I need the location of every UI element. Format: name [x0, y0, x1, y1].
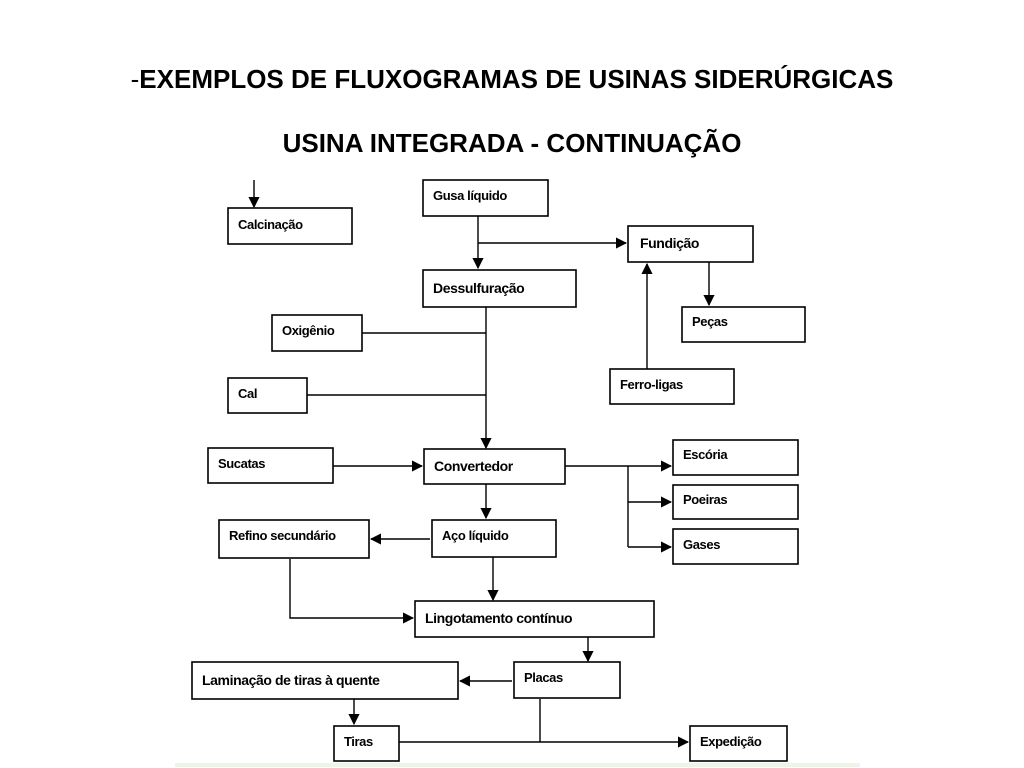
node-tiras: Tiras: [333, 725, 400, 762]
edge-refino-lingotamento: [289, 559, 415, 624]
svg-text:Fundição: Fundição: [640, 235, 699, 251]
flowchart-edges: [248, 180, 715, 748]
node-expedicao: Expedição: [689, 725, 788, 762]
node-cal: Cal: [227, 377, 308, 414]
node-refino-secundario: Refino secundário: [218, 519, 370, 559]
title-dash: -: [130, 64, 140, 94]
svg-text:Laminação de tiras à quente: Laminação de tiras à quente: [202, 672, 380, 688]
page-subtitle: USINA INTEGRADA - CONTINUAÇÃO: [282, 128, 742, 158]
node-sucatas: Sucatas: [207, 447, 334, 484]
node-lingotamento-continuo: Lingotamento contínuo: [414, 600, 655, 638]
node-gases: Gases: [672, 528, 799, 565]
svg-text:Placas: Placas: [524, 670, 563, 685]
node-poeiras: Poeiras: [672, 484, 799, 520]
node-escoria: Escória: [672, 439, 799, 476]
title-text: EXEMPLOS DE FLUXOGRAMAS DE USINAS SIDERÚ…: [139, 64, 894, 94]
node-convertedor: Convertedor: [423, 448, 566, 485]
svg-text:Lingotamento contínuo: Lingotamento contínuo: [425, 610, 572, 626]
svg-text:Tiras: Tiras: [344, 734, 373, 749]
node-dessulfuracao: Dessulfuração: [422, 269, 577, 308]
svg-text:Aço líquido: Aço líquido: [442, 528, 509, 543]
node-calcinacao: Calcinação: [227, 207, 353, 245]
svg-text:Dessulfuração: Dessulfuração: [433, 280, 524, 296]
node-aco-liquido: Aço líquido: [431, 519, 557, 558]
svg-text:Gusa líquido: Gusa líquido: [433, 188, 507, 203]
svg-text:Sucatas: Sucatas: [218, 456, 265, 471]
svg-text:Convertedor: Convertedor: [434, 458, 514, 474]
node-fundicao: Fundição: [627, 225, 754, 263]
node-ferro-ligas: Ferro-ligas: [609, 368, 735, 405]
page-title: -EXEMPLOS DE FLUXOGRAMAS DE USINAS SIDER…: [0, 64, 1024, 95]
svg-text:Poeiras: Poeiras: [683, 492, 727, 507]
svg-text:Ferro-ligas: Ferro-ligas: [620, 377, 683, 392]
node-laminacao-tiras-quente: Laminação de tiras à quente: [191, 661, 459, 700]
svg-text:Gases: Gases: [683, 537, 720, 552]
node-oxigenio: Oxigênio: [271, 314, 363, 352]
svg-text:Refino secundário: Refino secundário: [229, 528, 336, 543]
node-placas: Placas: [513, 661, 621, 699]
node-pecas: Peças: [681, 306, 806, 343]
svg-text:Oxigênio: Oxigênio: [282, 323, 335, 338]
node-gusa-liquido: Gusa líquido: [422, 179, 549, 217]
image-bottom-strip: [175, 763, 860, 767]
svg-text:Expedição: Expedição: [700, 734, 762, 749]
svg-text:Cal: Cal: [238, 386, 257, 401]
svg-text:Escória: Escória: [683, 447, 728, 462]
svg-text:Calcinação: Calcinação: [238, 217, 303, 232]
svg-text:Peças: Peças: [692, 314, 728, 329]
